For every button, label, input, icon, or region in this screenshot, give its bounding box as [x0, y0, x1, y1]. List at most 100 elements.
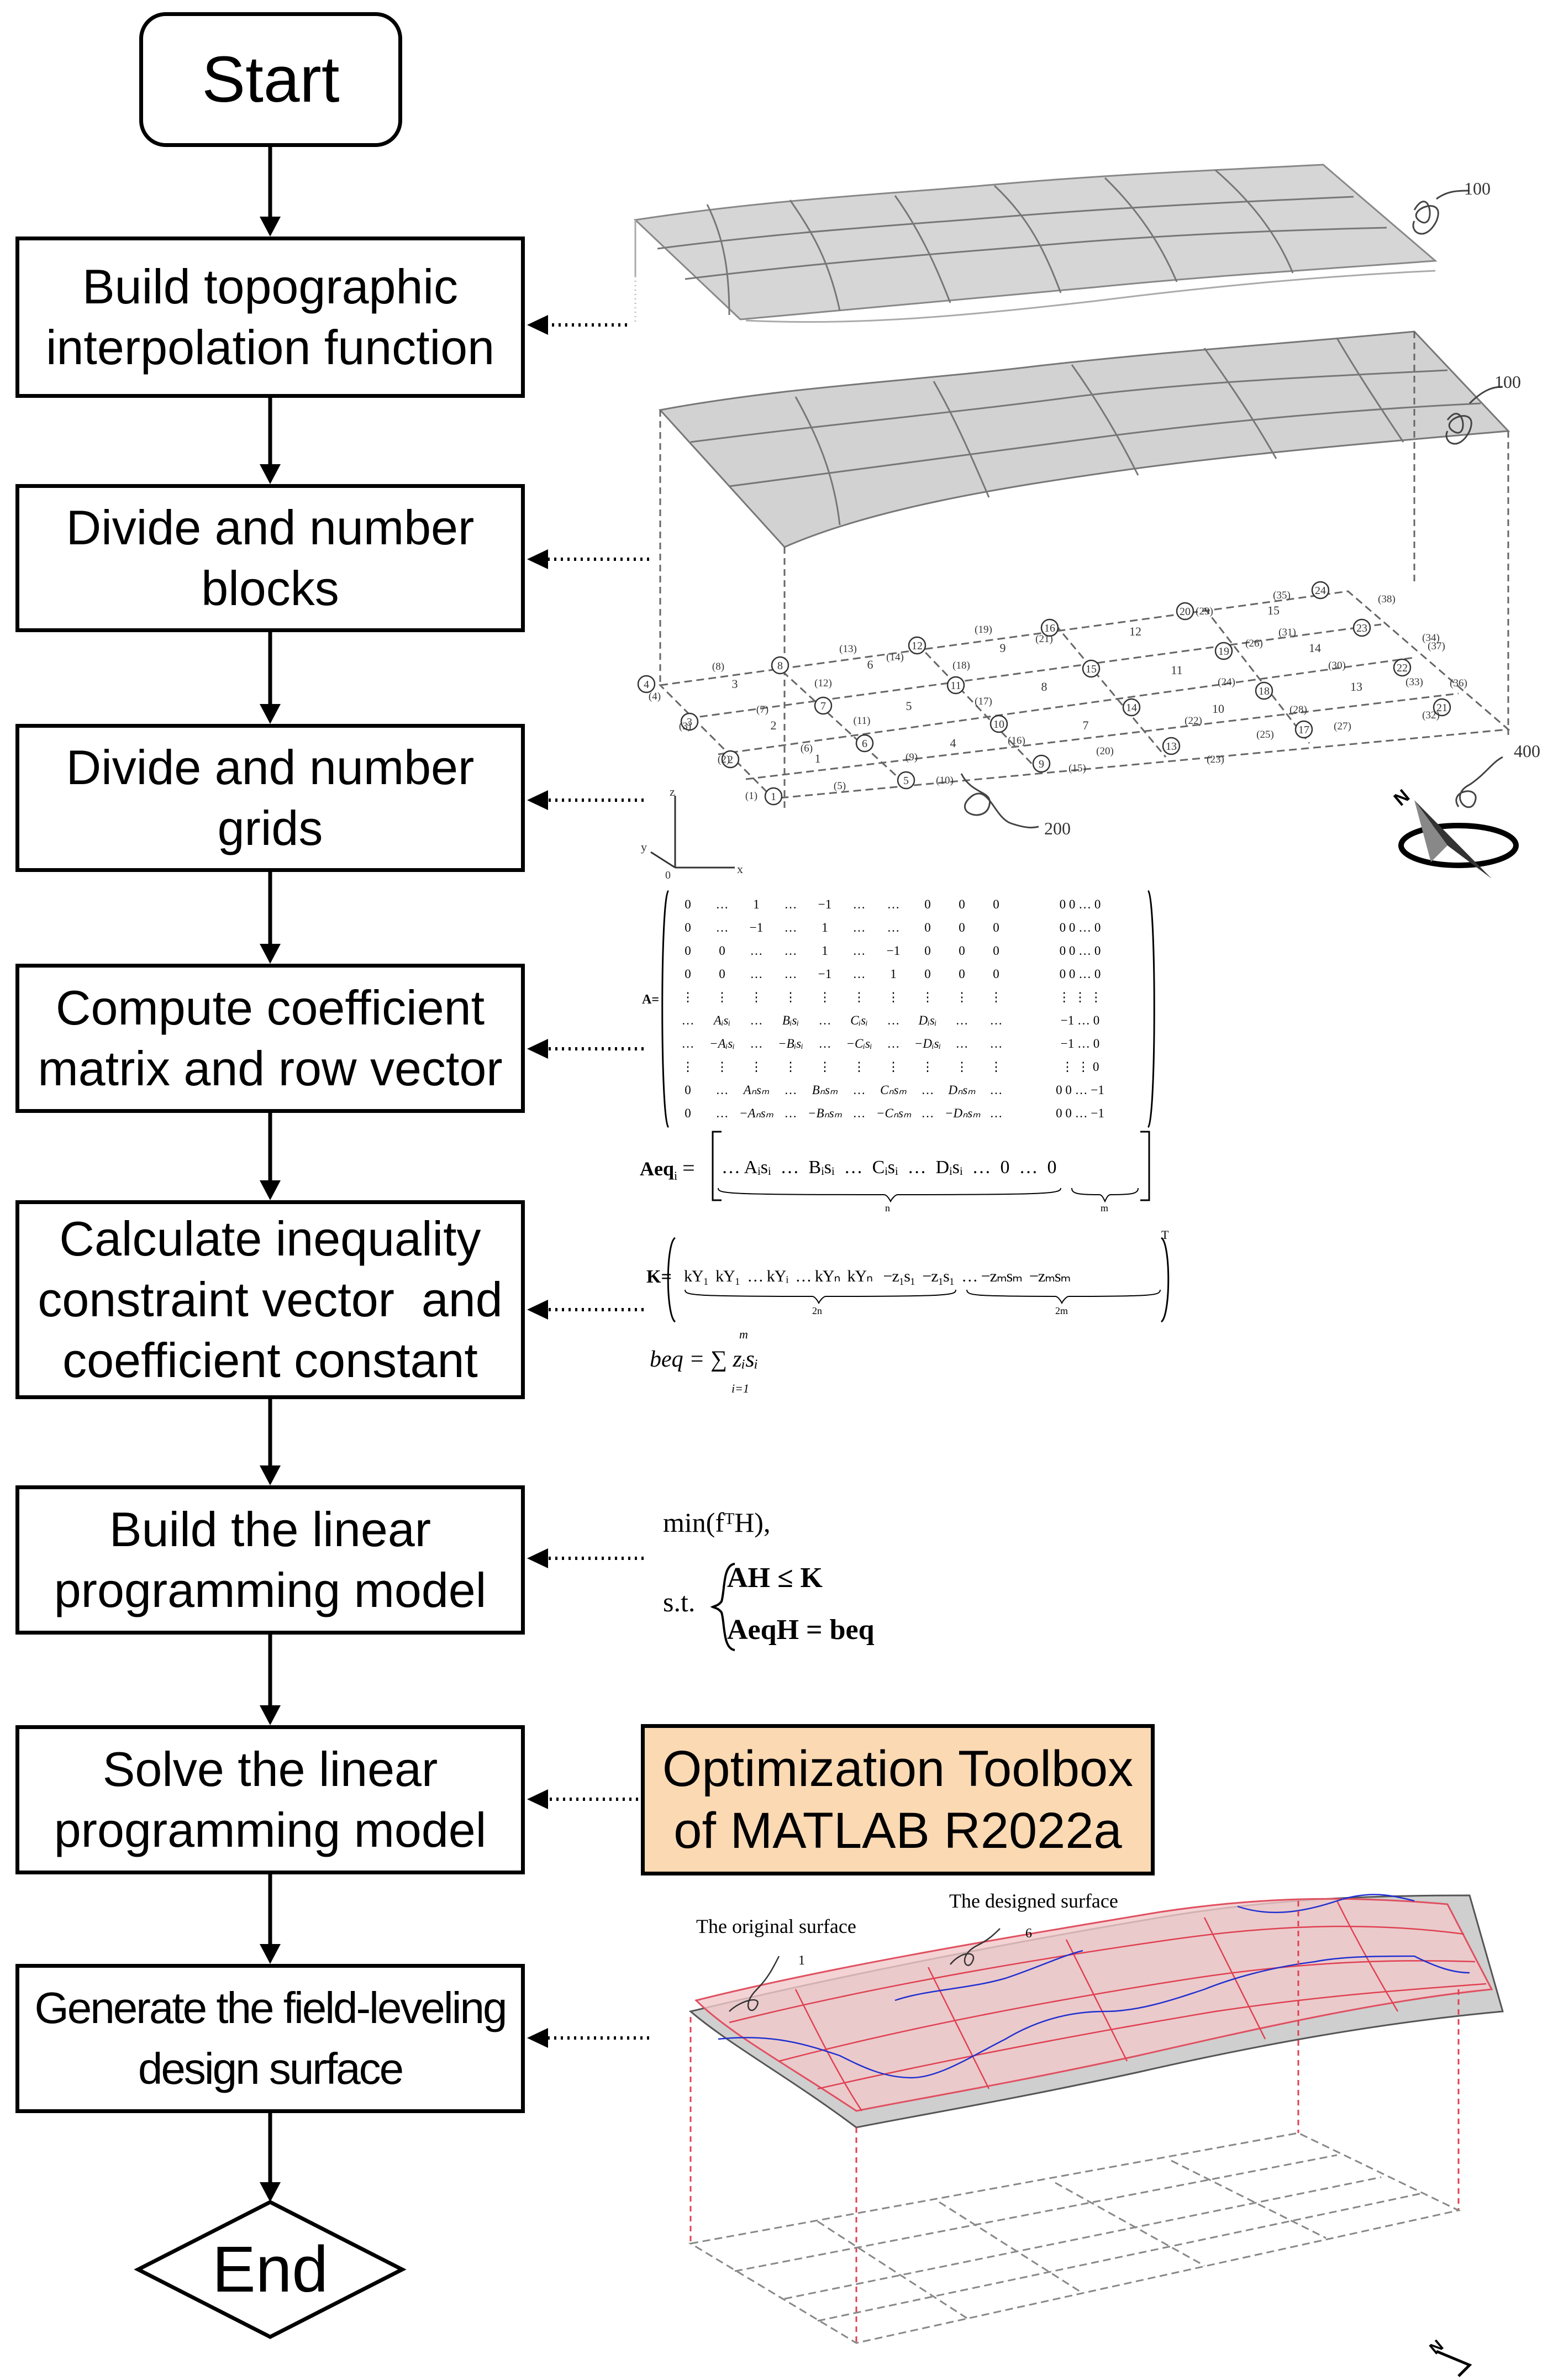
k-row: kY₁ kY₁ … kYᵢ … kYₙ kYₙ −z₁s₁ −z₁s₁ … −z…: [684, 1267, 1071, 1285]
matrix-a-cell: 0: [959, 897, 965, 911]
matrix-a-cell: −1: [886, 944, 901, 958]
original-surface-label: The original surface: [696, 1915, 856, 1937]
node-number: 5: [903, 775, 909, 787]
matrix-a-cell: 0 0 … −1: [1056, 1106, 1104, 1120]
grid-number: (1): [745, 790, 757, 802]
block-number: 7: [1083, 718, 1089, 732]
surface-leader-line-2: [1445, 386, 1503, 445]
node-number: 6: [862, 738, 867, 750]
block-number: 8: [1041, 680, 1047, 693]
step-3-line-2: grids: [217, 801, 323, 855]
lp-subject-to: s.t.: [663, 1586, 696, 1617]
matrix-a-cell: …: [887, 1013, 900, 1027]
grid-number: (28): [1289, 704, 1307, 716]
compass-leader-line: [1455, 756, 1503, 808]
pointer-arrowheads: [527, 315, 548, 2048]
node-number: 7: [820, 700, 826, 712]
step-4-line-2: matrix and row vector: [38, 1041, 503, 1096]
matrix-a-cell: 0 0 … −1: [1056, 1083, 1104, 1097]
compass-ref-label: 400: [1514, 741, 1540, 761]
matrix-a-cell: …: [887, 1037, 900, 1050]
node-number: 18: [1259, 685, 1270, 697]
matrix-a-cell: …: [955, 1037, 968, 1050]
k-2n-label: 2n: [812, 1305, 822, 1316]
grid-number: (9): [906, 752, 918, 763]
arrowhead: [260, 1944, 281, 1964]
matrix-a-cell: …: [921, 1083, 934, 1097]
block-number: 11: [1171, 663, 1182, 677]
aeq-n-label: n: [885, 1202, 890, 1213]
step-compute-coefficient: Compute coefficient matrix and row vecto…: [15, 964, 525, 1113]
step-8-line-1: Generate the field-leveling: [34, 1983, 508, 2032]
original-ref-label: 1: [798, 1953, 805, 1968]
matrix-a-cell: 0: [924, 944, 931, 958]
block-number: 5: [906, 699, 912, 713]
arrowhead: [260, 1180, 281, 1200]
arrowhead: [260, 217, 281, 237]
grid-number: (16): [1008, 735, 1025, 747]
toolbox-line-2: of MATLAB R2022a: [673, 1803, 1122, 1859]
matrix-a-cell: ⋮: [989, 1060, 1003, 1074]
surface-leader-line-1: [1412, 190, 1470, 235]
arrowhead: [260, 2182, 281, 2202]
matrix-a-cell: ⋮: [818, 990, 831, 1004]
block-number: 9: [1000, 641, 1006, 655]
step-4-line-1: Compute coefficient: [55, 980, 485, 1035]
grid-number: (26): [1245, 638, 1263, 649]
matrix-a-cell: −1: [749, 921, 764, 934]
grid-number: (3): [679, 721, 691, 732]
node-number: 3: [687, 716, 692, 728]
matlab-toolbox-box: Optimization Toolbox of MATLAB R2022a: [641, 1724, 1155, 1875]
step-8-line-2: design surface: [138, 2044, 404, 2093]
step-7-line-1: Solve the linear: [102, 1742, 438, 1796]
matrix-a-cell: ⋮: [784, 990, 797, 1004]
matrix-a-cell: 0: [993, 897, 999, 911]
node-number: 11: [950, 680, 961, 692]
k-transpose-label: T: [1161, 1228, 1169, 1242]
matrix-a-cell: …: [818, 1013, 831, 1027]
axis-origin-label: 0: [665, 869, 671, 881]
step-1-line-1: Build topographic: [82, 259, 458, 314]
matrix-a-cell: −Bᵢsᵢ: [778, 1037, 803, 1050]
grid-number: (8): [712, 661, 724, 673]
block-number: 3: [732, 677, 738, 691]
matrix-a-cell: …: [887, 897, 900, 911]
beq-equation: beq = ∑ zᵢsᵢ: [650, 1347, 759, 1372]
node-number: 24: [1315, 585, 1326, 597]
matrix-a-cell: 0: [959, 967, 965, 981]
matrix-a-cell: 0: [924, 897, 931, 911]
beq-sum-bottom: i=1: [731, 1381, 749, 1395]
matrix-a-row: ⋮⋮⋮⋮⋮⋮⋮⋮⋮⋮⋮ ⋮ 0: [671, 1055, 1147, 1079]
matrix-a-cell: 0: [685, 944, 691, 958]
block-number: 6: [867, 658, 873, 671]
arrowhead: [260, 704, 281, 724]
node-number: 10: [993, 718, 1004, 731]
node-number: 1: [771, 791, 776, 803]
matrix-a-cell: −Dₙsₘ: [945, 1106, 981, 1120]
matrix-a-cell: ⋮: [750, 1060, 763, 1074]
matrix-a-row: …Aᵢsᵢ…Bᵢsᵢ…Cᵢsᵢ…Dᵢsᵢ……−1 … 0: [671, 1009, 1147, 1032]
arrowhead: [260, 1465, 281, 1485]
node-number: 16: [1044, 622, 1055, 634]
node-number: 23: [1356, 622, 1367, 634]
grid-number: (10): [936, 775, 954, 786]
matrix-a-cell: …: [681, 1037, 694, 1050]
matrix-a-cell: ⋮: [921, 1060, 934, 1074]
matrix-a-cell: Bᵢsᵢ: [782, 1013, 799, 1027]
matrix-a-cell: Aᵢsᵢ: [713, 1013, 731, 1027]
node-number: 4: [644, 679, 649, 691]
grid-number: (13): [839, 643, 857, 655]
step-7-line-2: programming model: [54, 1803, 487, 1857]
grid-number: (5): [834, 780, 846, 792]
designed-leader-line: [950, 1928, 1001, 1966]
matrix-a-cell: 0 0 … 0: [1059, 897, 1101, 911]
grid-number: (29): [1196, 606, 1213, 617]
matrix-a-cell: 0: [685, 921, 691, 934]
